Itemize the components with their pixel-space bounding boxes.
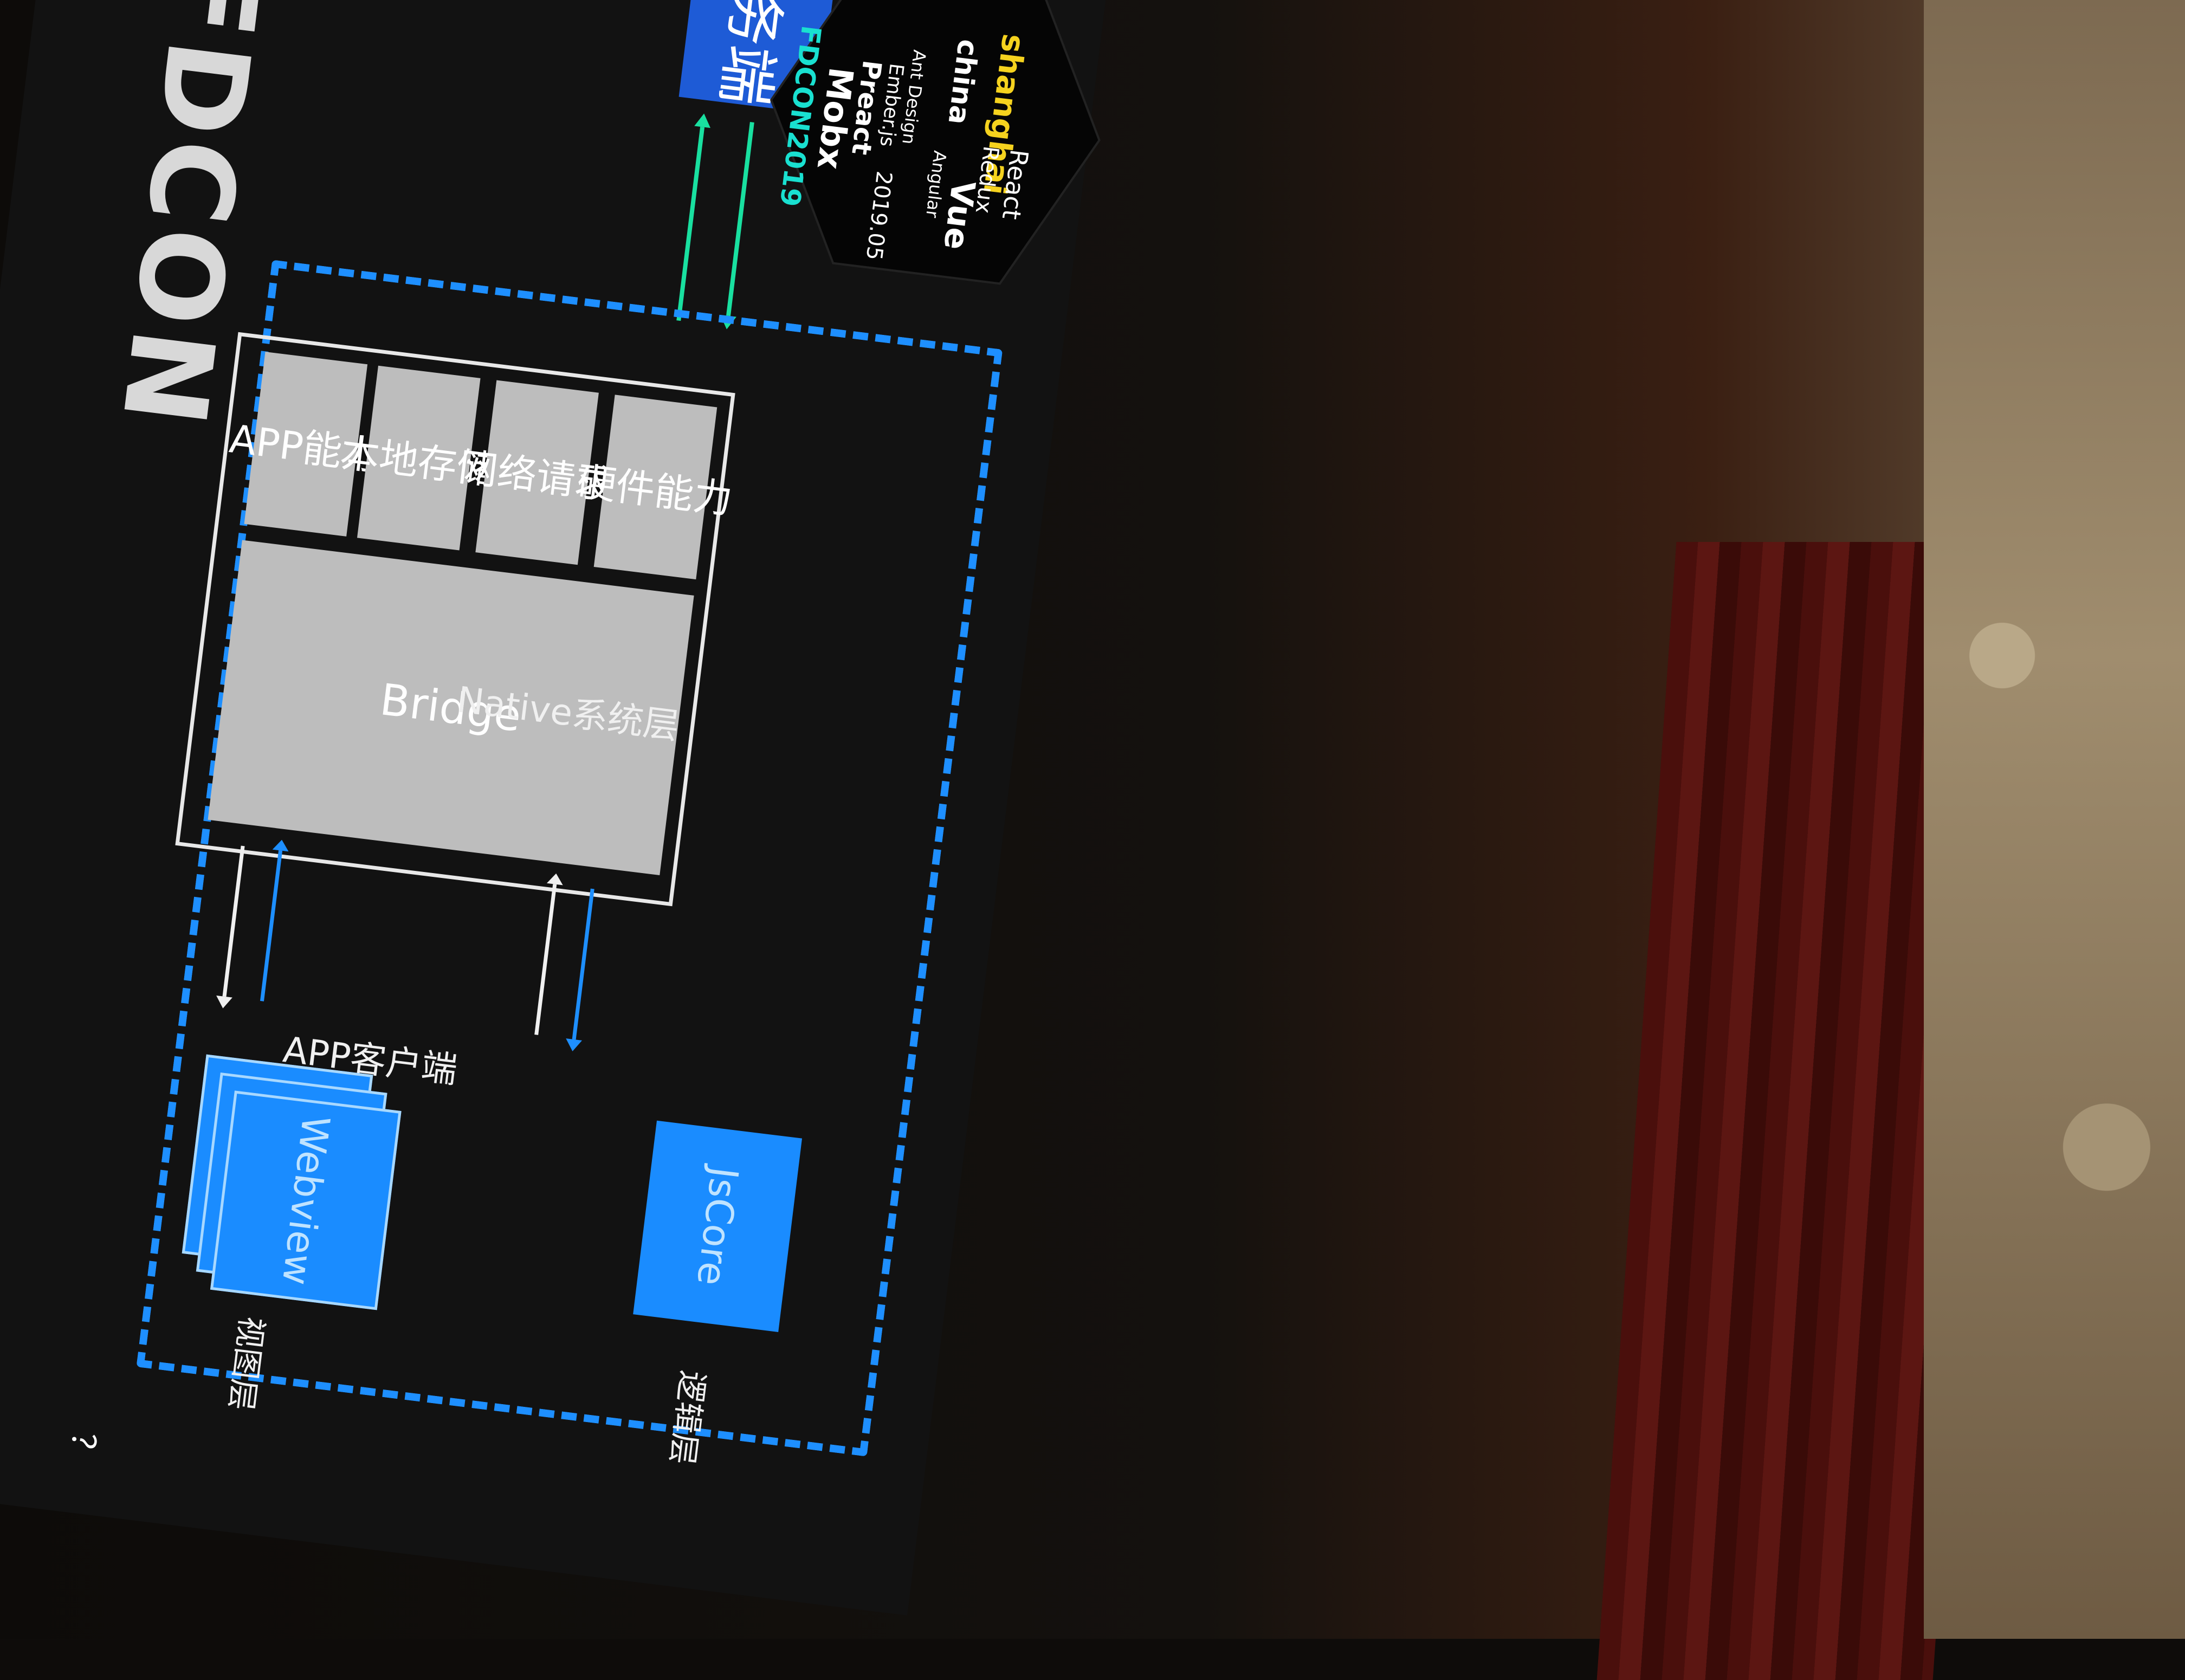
view-arrow-head-white <box>216 995 232 1009</box>
webview-card: Webview <box>210 1090 402 1310</box>
projection-screen: FDCON 服务端 APP能力 本地存储 网络请求 硬件能力 Bridge Na… <box>0 0 1113 1616</box>
view-arrow-white <box>222 845 245 997</box>
logic-arrow-white <box>534 884 557 1035</box>
view-arrow-blue <box>260 850 283 1001</box>
edge-question-mark: ？ <box>61 1430 103 1468</box>
arrow-head-right <box>720 314 736 329</box>
slide: FDCON 服务端 APP能力 本地存储 网络请求 硬件能力 Bridge Na… <box>0 0 1112 1616</box>
logic-arrow-head-blue <box>566 1038 583 1051</box>
jscore-label: JsCore <box>688 1165 747 1288</box>
bridge-arrows <box>216 839 594 1051</box>
webview-label: Webview <box>273 1113 339 1288</box>
arrow-head-left <box>694 113 710 128</box>
arrow-to-app <box>726 121 754 316</box>
fdcon-word-cube: shanghai china React Redux Vue Angular A… <box>770 0 1101 285</box>
logic-arrow-blue <box>572 888 594 1040</box>
jscore-box: JsCore <box>633 1120 803 1332</box>
server-arrows <box>676 113 754 329</box>
logic-arrow-head-white <box>546 873 563 886</box>
patterned-carpet <box>1924 0 2185 1639</box>
cube-word-vue: Vue <box>936 178 982 251</box>
capability-hardware: 硬件能力 <box>575 395 735 580</box>
view-arrow-head-blue <box>272 839 289 852</box>
arrow-to-server <box>676 126 705 321</box>
